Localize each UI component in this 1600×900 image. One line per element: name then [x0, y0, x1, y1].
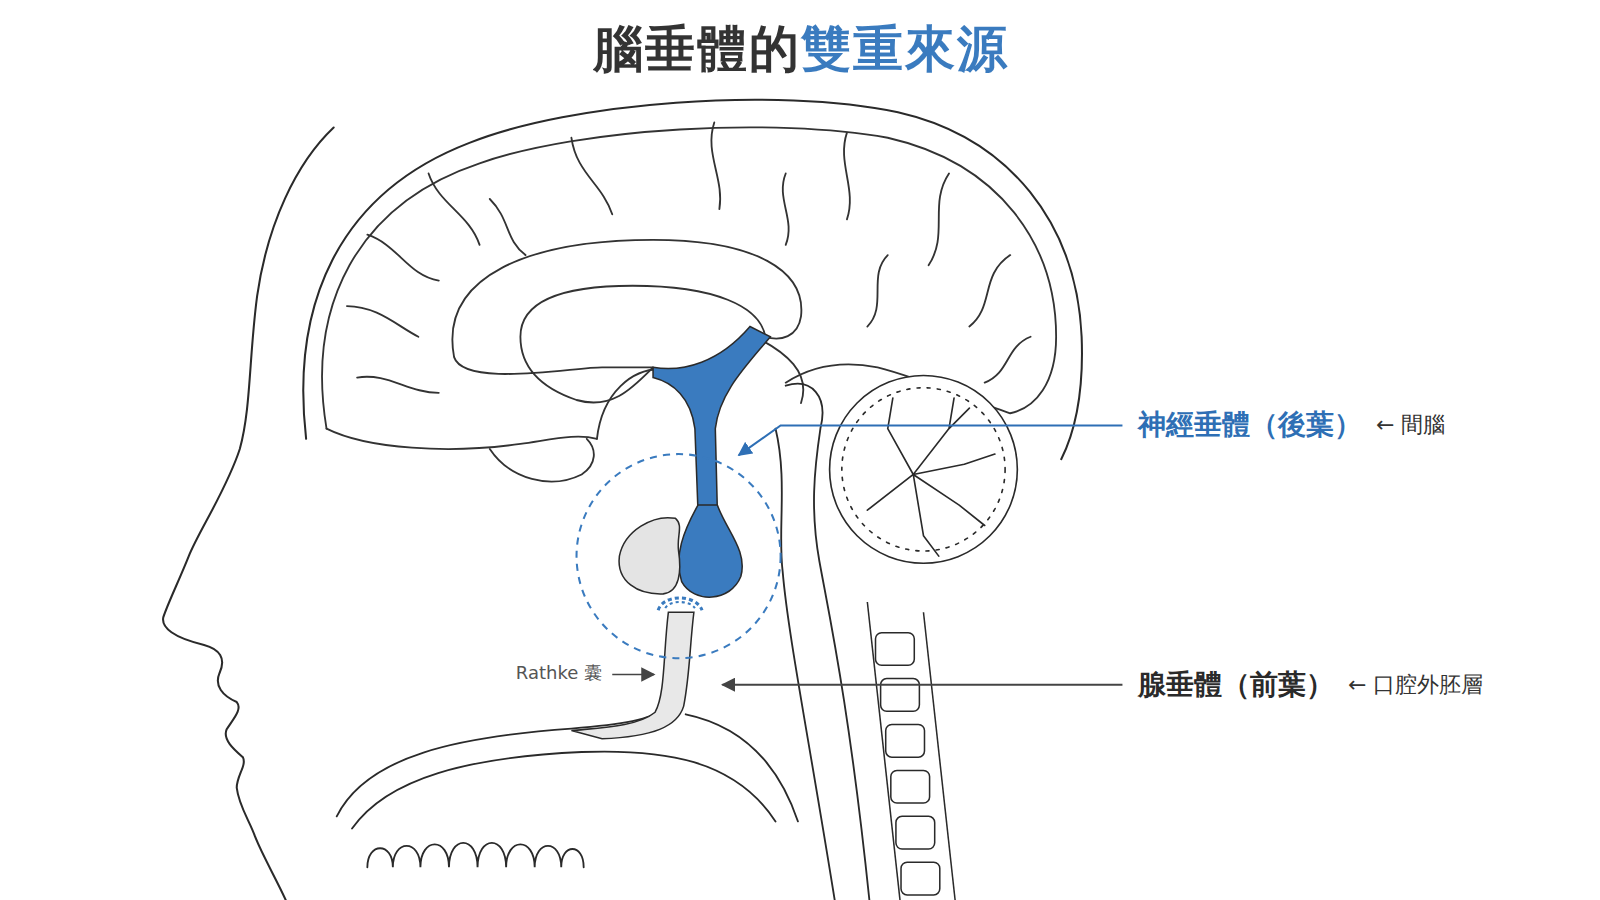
spine-back — [923, 612, 955, 900]
sulcus — [783, 173, 789, 244]
sulcus — [867, 255, 887, 326]
palate-right — [686, 714, 798, 821]
anterior-lobe — [619, 518, 680, 594]
cerebellum-outline — [830, 376, 1018, 564]
vertebra — [901, 862, 940, 895]
temporal-lobe — [490, 439, 594, 482]
head-outline — [163, 100, 1082, 900]
palate-outer — [337, 709, 661, 816]
vertebra — [886, 724, 925, 757]
spine-front — [867, 602, 900, 900]
leader-line — [612, 674, 654, 676]
posterior-lobe — [679, 505, 743, 597]
pouch-top-dash — [658, 598, 702, 610]
face-profile — [163, 128, 334, 900]
sulcus — [347, 306, 418, 337]
origin-label: ← 間腦 — [1376, 412, 1445, 438]
sulcus — [929, 173, 949, 265]
palate-inner — [352, 752, 775, 829]
cerebellum — [830, 376, 1018, 564]
sulcus — [571, 138, 612, 215]
highlight-circle — [577, 454, 781, 658]
sulcus — [357, 377, 439, 393]
arbor-vitae — [867, 398, 995, 556]
leader-line — [722, 684, 1122, 686]
frontal-base — [327, 429, 597, 449]
vertebra — [891, 770, 930, 803]
cerebellum-folia — [842, 388, 1005, 551]
teeth — [367, 843, 583, 867]
sulcus — [844, 133, 850, 220]
hypothalamus — [653, 327, 770, 511]
part-label: 腺垂體（前葉） — [1138, 668, 1334, 702]
title: 腦垂體的雙重來源 — [593, 19, 1009, 79]
sulcus — [969, 255, 1010, 326]
origin-label: ← 口腔外胚層 — [1348, 672, 1483, 698]
sulcus — [429, 173, 480, 244]
sulcus — [367, 235, 438, 281]
spine — [867, 602, 955, 900]
vertebra — [881, 679, 920, 712]
leader-lines — [612, 426, 1122, 685]
corpus-callosum — [452, 240, 801, 403]
sulcus — [711, 122, 720, 209]
sulcus — [490, 199, 526, 255]
pouch-top-dash — [665, 602, 695, 608]
oral-cavity — [337, 709, 798, 867]
sulcus — [985, 337, 1031, 383]
part-label: 神經垂體（後葉） — [1138, 408, 1362, 442]
highlight — [577, 454, 781, 658]
leader-line — [739, 426, 1123, 456]
brainstem-front — [776, 429, 835, 900]
part-label: Rathke 囊 — [516, 662, 602, 684]
thalamus — [597, 369, 663, 439]
vertebra — [876, 633, 915, 666]
vertebra — [896, 816, 935, 849]
